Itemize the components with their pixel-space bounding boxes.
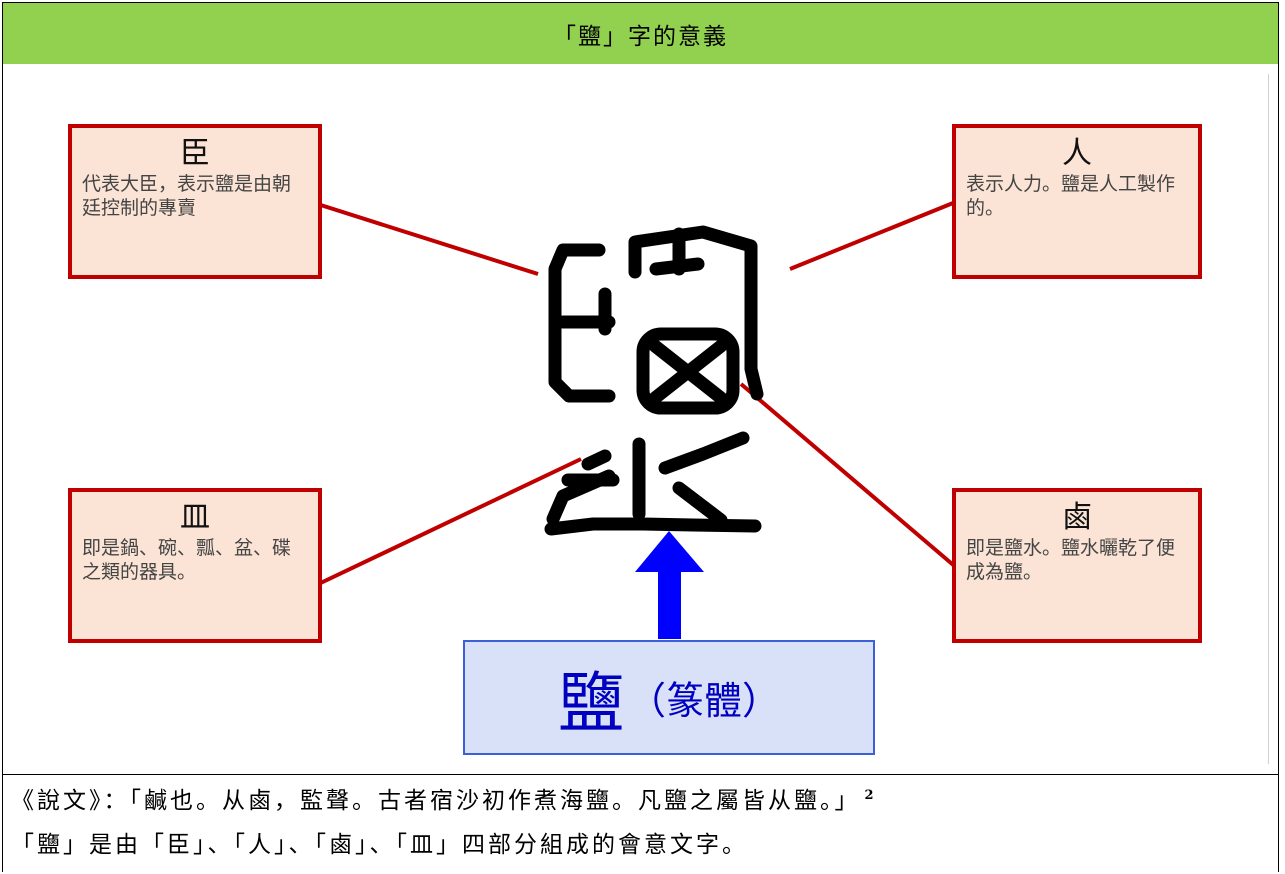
box-min-head: 皿 [180,500,210,535]
box-min-desc: 即是鍋、碗、瓢、盆、碟之類的器具。 [82,537,292,583]
source-character-box: 鹽 （篆體） [463,640,875,755]
box-ren-head: 人 [1062,136,1092,171]
source-character: 鹽 [557,664,624,742]
box-ren-desc: 表示人力。鹽是人工製作的。 [966,173,1176,219]
diagram-graphics [307,199,960,639]
source-script-label: （篆體） [627,679,780,723]
connector-bottom-left [307,457,582,591]
explanation-text: 《說文》：「鹹也。从鹵，監聲。古者宿沙初作煮海鹽。凡鹽之屬皆从鹽。」2 「鹽」是… [2,775,1279,872]
shuowen-quote: 《說文》：「鹹也。从鹵，監聲。古者宿沙初作煮海鹽。凡鹽之屬皆从鹽。」2 [11,781,877,815]
shuowen-quote-text: 《說文》：「鹹也。从鹵，監聲。古者宿沙初作煮海鹽。凡鹽之屬皆从鹽。」 [11,788,861,814]
box-min: 皿 即是鍋、碗、瓢、盆、碟之類的器具。 [68,488,322,643]
connector-top-left [307,199,539,276]
composition-note: 「鹽」是由「臣」、「人」、「鹵」、「皿」四部分組成的會意文字。 [11,832,748,858]
up-arrow-icon [635,531,704,639]
box-lu-head: 鹵 [1062,500,1092,535]
footnote-marker[interactable]: 2 [864,788,877,804]
page-title: 「鹽」字的意義 [2,2,1279,65]
connector-bottom-right [739,382,960,571]
box-chen: 臣 代表大臣，表示鹽是由朝廷控制的專賣 [68,124,322,279]
box-lu: 鹵 即是鹽水。鹽水曬乾了便成為鹽。 [952,488,1202,643]
box-ren: 人 表示人力。鹽是人工製作的。 [952,124,1202,279]
box-chen-desc: 代表大臣，表示鹽是由朝廷控制的專賣 [82,173,292,219]
box-chen-head: 臣 [180,136,210,171]
seal-script-glyph [544,225,764,536]
diagram-panel: 臣 代表大臣，表示鹽是由朝廷控制的專賣 人 表示人力。鹽是人工製作的。 皿 即是… [2,64,1279,775]
connector-top-right [789,199,959,271]
divider-line [1268,74,1269,764]
box-lu-desc: 即是鹽水。鹽水曬乾了便成為鹽。 [966,537,1176,583]
